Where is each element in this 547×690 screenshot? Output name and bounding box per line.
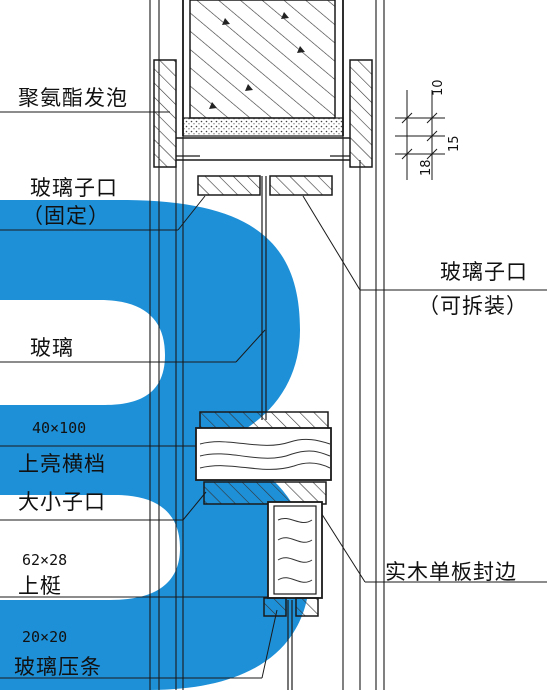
glass-pane <box>261 176 293 690</box>
dimension-lines <box>395 90 445 180</box>
watermark-logo <box>0 200 310 690</box>
label-top-rail: 上梃 <box>18 574 62 598</box>
leader-lines <box>0 111 547 679</box>
dimension-10: 10 <box>431 79 446 96</box>
dimension-15: 15 <box>447 135 462 152</box>
label-glass-stop-removable-note: （可拆装） <box>418 294 528 318</box>
label-polyurethane-foam: 聚氨酯发泡 <box>18 86 128 110</box>
dimension-18: 18 <box>419 159 434 176</box>
label-glass-bead-size: 20×20 <box>22 628 68 646</box>
label-large-small-stop: 大小子口 <box>18 490 106 514</box>
label-glass-stop-fixed-note: （固定） <box>22 204 110 228</box>
transom-block <box>195 411 332 505</box>
label-transom-size: 40×100 <box>32 419 87 437</box>
glass-beads <box>263 597 319 617</box>
upper-glass-stops <box>197 175 333 196</box>
label-transom: 上亮横档 <box>18 452 106 476</box>
wall-section <box>153 0 373 168</box>
label-glass-bead: 玻璃压条 <box>14 655 102 679</box>
label-top-rail-size: 62×28 <box>22 551 68 569</box>
label-solid-wood-edge: 实木单板封边 <box>385 560 517 584</box>
top-rail <box>267 501 323 599</box>
label-glass: 玻璃 <box>30 336 74 360</box>
label-glass-stop-fixed: 玻璃子口 <box>30 176 118 200</box>
label-glass-stop-removable: 玻璃子口 <box>440 260 528 284</box>
